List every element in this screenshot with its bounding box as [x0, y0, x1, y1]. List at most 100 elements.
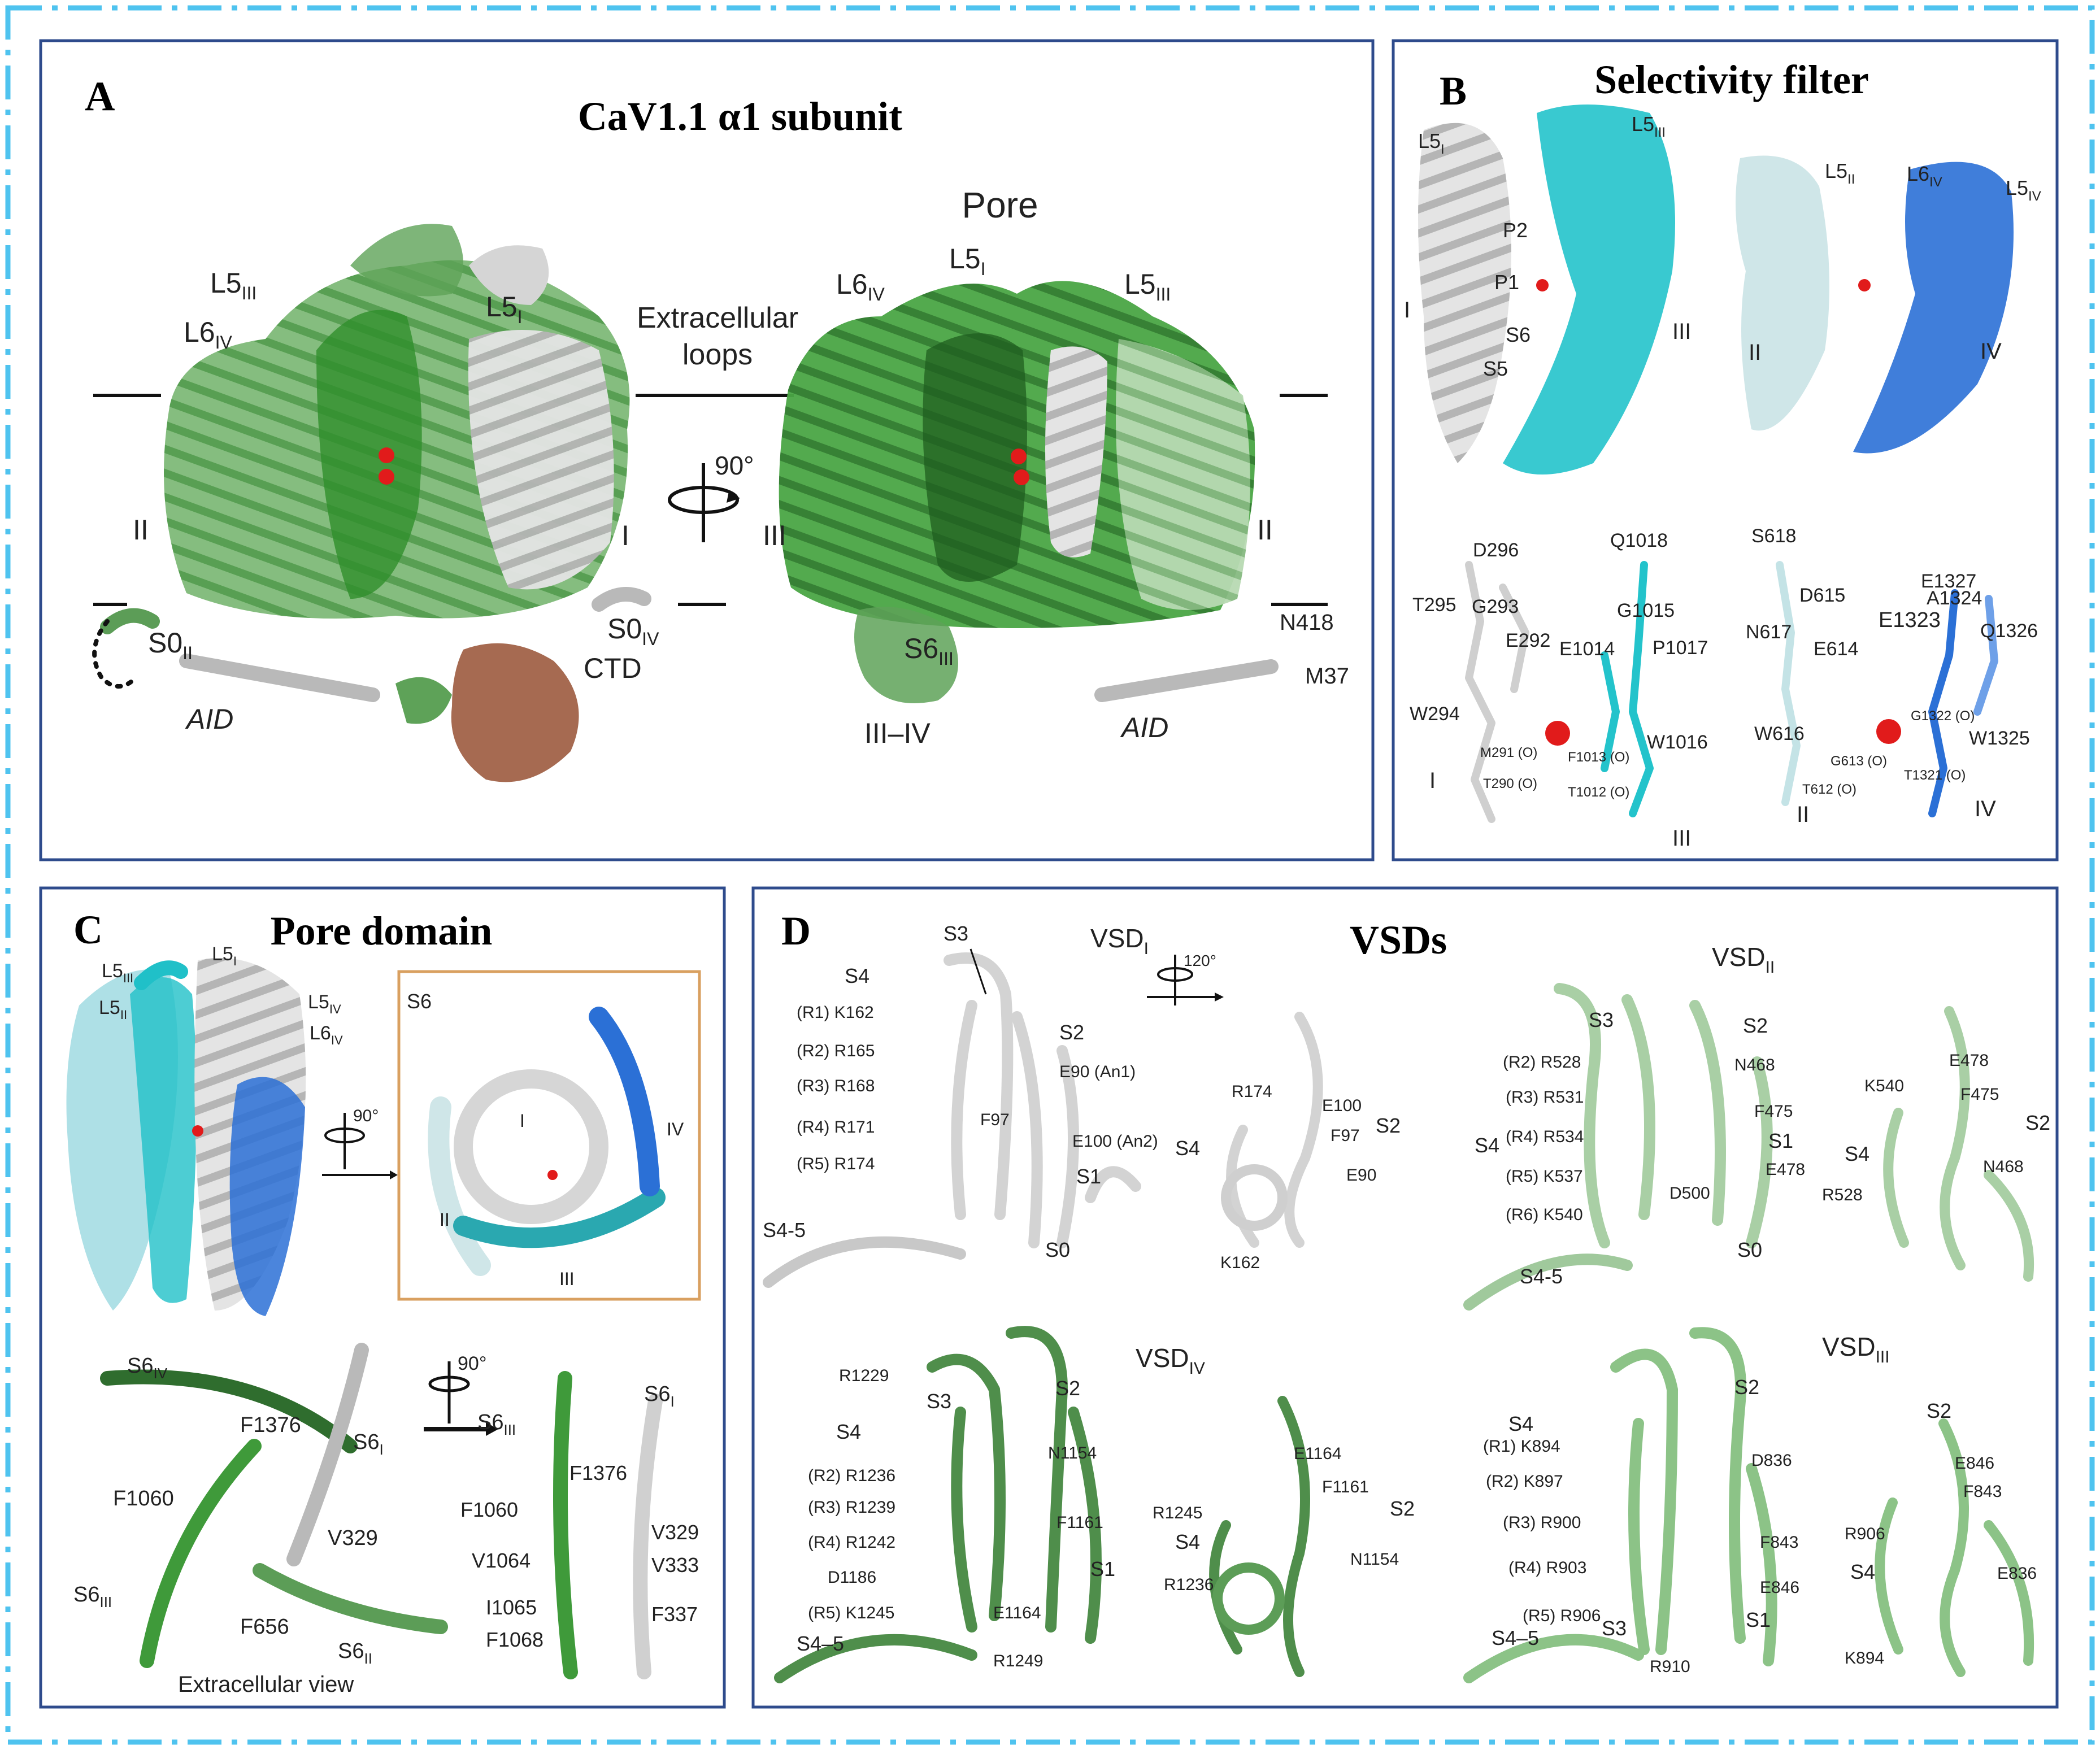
- label-l5iii: L5III: [210, 267, 256, 303]
- filter-residue-labels: D296 T295 G293 E292 W294 M291 (O) T290 (…: [1410, 525, 2038, 851]
- inset-iv-label: IV: [667, 1119, 684, 1139]
- vsd4-d1186: D1186: [828, 1568, 876, 1587]
- vsd1-s1: S1: [1076, 1165, 1101, 1188]
- ion-b1: [1536, 279, 1549, 291]
- vsd1-r2: (R2) R165: [797, 1042, 875, 1060]
- vsd3-e846: E846: [1760, 1578, 1799, 1597]
- pore-label: Pore: [962, 185, 1038, 225]
- vsd3-r5: (R5) R906: [1523, 1607, 1601, 1625]
- res-group-i: I: [1429, 768, 1436, 793]
- panel-b: B Selectivity filter L5I P2 P1 I S6 S5 L…: [1392, 39, 2059, 861]
- vsd4-s1: S1: [1090, 1557, 1115, 1581]
- panel-d-title: VSDs: [1350, 917, 1447, 963]
- panel-b-title: Selectivity filter: [1594, 57, 1869, 102]
- res-s618: S618: [1751, 525, 1796, 547]
- vsd3b-s2: S2: [1927, 1399, 1951, 1422]
- vsd1-s3-arrow: [969, 948, 987, 995]
- vsd2-n468: N468: [1734, 1056, 1775, 1074]
- rotate-120-icon: [1147, 955, 1224, 1005]
- filter-residues: [1465, 561, 1998, 823]
- b-label-l5i: L5I: [1418, 129, 1445, 157]
- ion-b2: [1858, 279, 1871, 291]
- vsd2-structure: [1463, 983, 1773, 1311]
- label-aid-right: AID: [1120, 712, 1168, 743]
- label-l6iv-right: L6IV: [836, 268, 885, 304]
- vsd2b-s4: S4: [1845, 1142, 1869, 1165]
- c-s6iv: S6IV: [127, 1354, 168, 1382]
- vsd4-name: VSDIV: [1136, 1343, 1205, 1378]
- label-ii-left: II: [133, 514, 149, 546]
- vsd4-r4: (R4) R1242: [808, 1533, 895, 1552]
- panel-b-frame: [1392, 39, 2059, 861]
- loops-label: loops: [682, 338, 753, 371]
- panel-d-letter: D: [781, 908, 811, 954]
- label-ii-right: II: [1257, 514, 1273, 546]
- vsd1-structure: [763, 952, 1141, 1288]
- c-r-s6iii: S6III: [477, 1411, 516, 1438]
- filter-structure-top: [1418, 105, 2014, 474]
- c-rotate-label: 90°: [353, 1107, 379, 1125]
- panel-a-title: CaV1.1 α1 subunit: [578, 94, 902, 139]
- vsd2-r5: (R5) K537: [1506, 1167, 1583, 1186]
- vsd1-s0: S0: [1045, 1238, 1070, 1261]
- ion-2: [379, 469, 394, 485]
- c-rotate-label-2: 90°: [458, 1353, 486, 1374]
- vsd2-s3: S3: [1589, 1008, 1614, 1031]
- c-s6ii: S6II: [338, 1639, 372, 1667]
- vsd4b-e1164: E1164: [1294, 1444, 1342, 1463]
- panel-c: C Pore domain L5III L5I L5IV L5II L6IV 9…: [39, 886, 726, 1709]
- vsd4-r2: (R2) R1236: [808, 1466, 895, 1485]
- vsd4-s45: S4–5: [797, 1632, 844, 1655]
- res-q1018: Q1018: [1610, 530, 1668, 551]
- b-label-p1: P1: [1494, 271, 1519, 294]
- vsd1b-k162: K162: [1220, 1253, 1260, 1272]
- vsd3-r4: (R4) R903: [1508, 1559, 1586, 1577]
- b-label-i: I: [1404, 298, 1410, 323]
- panel-d-frame: [751, 886, 2059, 1709]
- vsd2b-f475: F475: [1960, 1085, 1999, 1104]
- vsd2-f475: F475: [1754, 1102, 1793, 1121]
- vsd3b-e836: E836: [1997, 1564, 2037, 1583]
- vsd1-name: VSDI: [1090, 924, 1149, 958]
- vsd1-s45: S4-5: [763, 1218, 806, 1242]
- rotate-90-icon: [668, 463, 740, 542]
- res-g1015: G1015: [1617, 600, 1675, 621]
- c-f1376: F1376: [240, 1413, 301, 1437]
- vsd3-r1: (R1) K894: [1483, 1437, 1560, 1456]
- vsd1-s2: S2: [1059, 1021, 1084, 1044]
- vsd3b-structure: [1875, 1418, 2034, 1677]
- label-l5i: L5I: [486, 291, 523, 327]
- vsd2-r3: (R3) R531: [1506, 1088, 1584, 1107]
- label-l6iv: L6IV: [184, 316, 233, 352]
- c-r-f1376: F1376: [569, 1461, 627, 1485]
- c-label-l5i: L5I: [212, 943, 237, 968]
- vsd4-structure: [774, 1326, 1102, 1683]
- c-r-f1068: F1068: [486, 1628, 544, 1651]
- vsd3b-r906: R906: [1845, 1525, 1885, 1543]
- res-t1012: T1012 (O): [1568, 785, 1629, 800]
- res-w294: W294: [1410, 703, 1460, 725]
- c-r-f1060: F1060: [460, 1498, 518, 1521]
- vsd1-s3: S3: [944, 922, 968, 945]
- b-label-s5: S5: [1483, 357, 1508, 380]
- vsd1-r1: (R1) K162: [797, 1003, 874, 1022]
- vsd4-r1249: R1249: [993, 1652, 1043, 1670]
- c-s6i: S6I: [353, 1430, 384, 1458]
- label-iii-right: III: [763, 520, 786, 551]
- panel-a: A CaV1.1 α1 subunit Pore Extracellular l…: [39, 39, 1375, 861]
- vsd1b-s4: S4: [1175, 1137, 1200, 1160]
- channel-structure-pore-view: [779, 281, 1279, 703]
- vsd1-r4: (R4) R171: [797, 1118, 875, 1137]
- vsd4b-s2: S2: [1390, 1497, 1415, 1520]
- ion-3: [1011, 449, 1027, 464]
- panel-d: D VSDs S3 VSDI S4 S2 (R1) K162 (R2) R165…: [751, 886, 2059, 1709]
- res-n617: N617: [1746, 621, 1792, 643]
- vsd1-r3: (R3) R168: [797, 1077, 875, 1095]
- vsd3-s1: S1: [1746, 1608, 1771, 1631]
- vsd4b-f1161: F1161: [1322, 1478, 1369, 1496]
- vsd1b-e90: E90: [1346, 1166, 1376, 1185]
- c-r-v1064: V1064: [472, 1549, 531, 1572]
- res-q1326: Q1326: [1980, 620, 2038, 642]
- vsd2-r6: (R6) K540: [1506, 1205, 1583, 1224]
- outer-border: [5, 5, 2095, 1745]
